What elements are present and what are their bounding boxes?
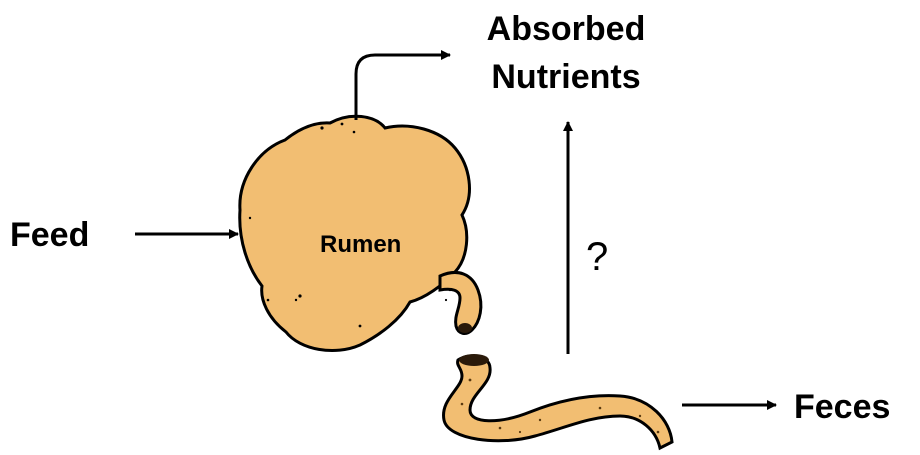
rumen-tail-opening — [458, 323, 472, 333]
absorbed-label-line2: Nutrients — [491, 58, 640, 96]
question-mark: ? — [586, 235, 608, 279]
absorbed-label-line1: Absorbed — [487, 10, 646, 48]
rumen-label: Rumen — [320, 231, 401, 258]
intestine-organ — [444, 354, 672, 448]
absorbed-arrow-from-rumen — [356, 55, 450, 120]
feed-label: Feed — [10, 216, 89, 254]
intestine-opening — [459, 354, 489, 366]
intestine-tube — [444, 356, 672, 448]
feces-label: Feces — [794, 388, 890, 426]
